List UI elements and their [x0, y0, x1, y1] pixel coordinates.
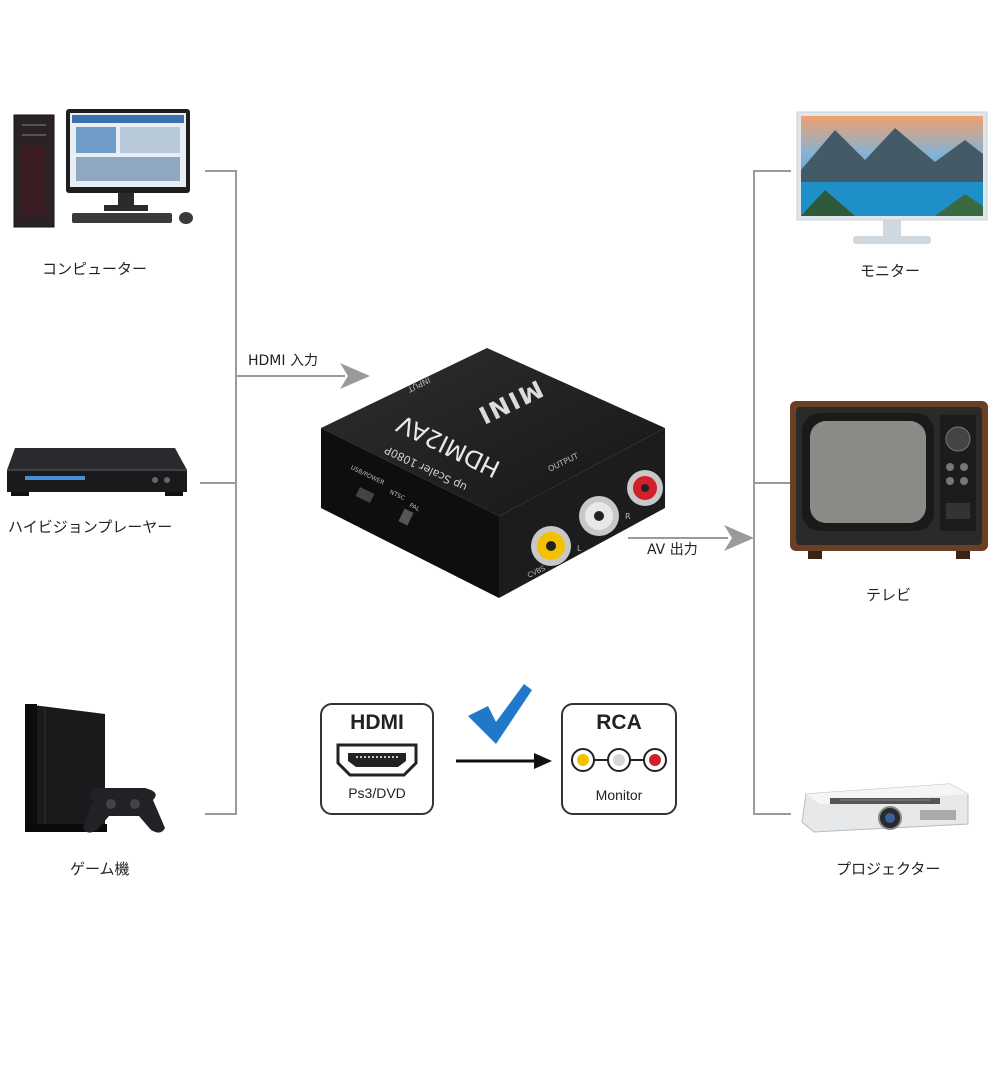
projector-icon [801, 783, 969, 833]
source-game-console [15, 700, 175, 840]
input-arrow-head [340, 363, 370, 389]
rca-legend-caption: Monitor [595, 787, 643, 803]
left-connector-vertical [235, 170, 237, 815]
bluray-player-icon [7, 448, 187, 496]
output-projector [800, 780, 970, 840]
game-console-icon [25, 704, 165, 833]
legend-arrow-icon [456, 753, 552, 769]
output-label-tv: テレビ [866, 586, 912, 604]
monitor-icon [796, 111, 988, 244]
desktop-computer-icon [13, 109, 193, 228]
right-connector-middle [753, 482, 791, 484]
right-connector-bottom [753, 813, 791, 815]
output-crt-tv [788, 395, 990, 560]
source-label-game-console: ゲーム機 [70, 860, 130, 878]
source-label-computer: コンピューター [42, 260, 148, 278]
source-label-bluray: ハイビジョンプレーヤー [8, 518, 173, 536]
output-arrow-head [724, 525, 754, 551]
rca-legend-card: RCA Monitor [561, 703, 677, 815]
output-arrow-line [628, 537, 728, 539]
output-monitor [795, 110, 990, 250]
device-right-label: R [625, 512, 631, 521]
rca-connectors-icon [571, 748, 667, 772]
hdmi-legend-card: HDMI Ps3/DVD [320, 703, 434, 815]
right-connector-vertical [753, 170, 755, 815]
checkmark-icon [468, 684, 532, 744]
crt-tv-icon [790, 401, 988, 559]
hdmi-legend-title: HDMI [350, 711, 404, 734]
output-label-projector: プロジェクター [836, 860, 941, 878]
output-label-monitor: モニター [860, 262, 921, 280]
source-bluray [5, 440, 190, 500]
converter-device: MINI HDMI2AV up Scaler 1080P INPUT OUTPU… [315, 340, 670, 605]
hdmi-connector-icon [336, 743, 418, 777]
left-connector-top [205, 170, 237, 172]
input-label: HDMI 入力 [248, 353, 318, 369]
left-connector-middle [200, 482, 237, 484]
hdmi-legend-caption: Ps3/DVD [348, 785, 406, 801]
converter-box-icon [321, 348, 665, 598]
right-connector-top [753, 170, 791, 172]
source-computer [10, 105, 200, 230]
output-label: AV 出力 [647, 542, 698, 558]
rca-legend-title: RCA [596, 711, 642, 734]
input-arrow-line [235, 375, 345, 377]
left-connector-bottom [205, 813, 237, 815]
device-left-label: L [577, 544, 582, 553]
